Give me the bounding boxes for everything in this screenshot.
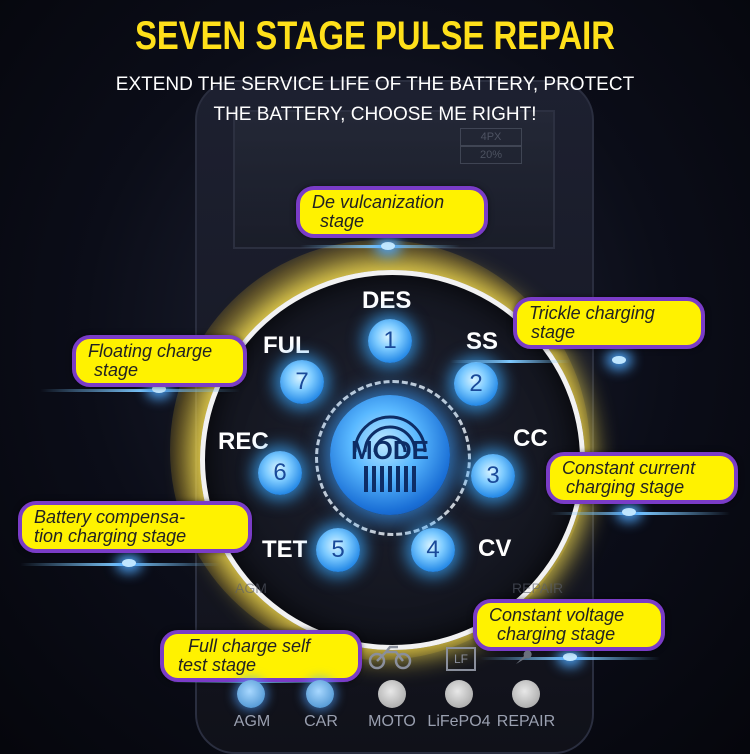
inner-dashed-ring — [315, 380, 471, 536]
callout-compensation: Battery compensa-tion charging stage — [18, 501, 252, 553]
ghost-label-agm: AGM — [235, 580, 267, 596]
stage-code-cc: CC — [513, 425, 548, 452]
stage-button-5[interactable]: 5 — [316, 528, 360, 572]
glow-line — [40, 389, 240, 392]
stage-code-ful: FUL — [263, 332, 310, 359]
car-button[interactable] — [306, 680, 334, 708]
mode-arc-icon — [353, 415, 427, 453]
stage-button-3[interactable]: 3 — [471, 454, 515, 498]
moto-button[interactable] — [378, 680, 406, 708]
glow-line — [20, 563, 220, 566]
repair-label: REPAIR — [496, 713, 556, 730]
lf-battery-icon: LF — [446, 647, 476, 671]
stage-code-rec: REC — [218, 428, 269, 455]
stage-button-2[interactable]: 2 — [454, 362, 498, 406]
mode-bars-icon — [364, 466, 416, 492]
glow-dot — [122, 559, 136, 567]
lifepo4-label: LiFePO4 — [427, 713, 491, 730]
wrench-icon — [516, 650, 532, 664]
stage-code-ss: SS — [466, 328, 499, 355]
glow-dot — [152, 385, 166, 393]
mode-label: MODE — [351, 435, 429, 465]
glow-line — [550, 512, 730, 515]
ghost-label-repair: REPAIR — [512, 580, 564, 596]
glow-dot — [563, 653, 577, 661]
stage-code-tet: TET — [262, 536, 308, 563]
glow-dot — [622, 508, 636, 516]
glow-line — [300, 245, 460, 248]
glow-dot — [381, 242, 395, 250]
subtitle-line-2: THE BATTERY, CHOOSE ME RIGHT! — [213, 104, 537, 125]
stage-code-des: DES — [362, 287, 412, 314]
stage-button-4[interactable]: 4 — [411, 528, 455, 572]
subtitle-line-1: EXTEND THE SERVICE LIFE OF THE BATTERY, … — [115, 74, 635, 95]
screen-tag: 20% — [460, 146, 522, 164]
motorcycle-icon — [368, 645, 412, 670]
mode-button[interactable] — [330, 395, 450, 515]
screen-tag: 4PX — [460, 128, 522, 146]
stage-button-6[interactable]: 6 — [258, 451, 302, 495]
glow-dot — [612, 356, 626, 364]
agm-label: AGM — [233, 713, 271, 730]
stage-code-cv: CV — [478, 535, 512, 562]
moto-label: MOTO — [368, 713, 416, 730]
car-label: CAR — [304, 713, 338, 730]
stage-button-1[interactable]: 1 — [368, 319, 412, 363]
page-title: SEVEN STAGE PULSE REPAIR — [135, 14, 615, 58]
agm-button[interactable] — [237, 680, 265, 708]
repair-button[interactable] — [512, 680, 540, 708]
glow-line — [450, 360, 570, 363]
lifepo4-button[interactable] — [445, 680, 473, 708]
stage-button-7[interactable]: 7 — [280, 360, 324, 404]
